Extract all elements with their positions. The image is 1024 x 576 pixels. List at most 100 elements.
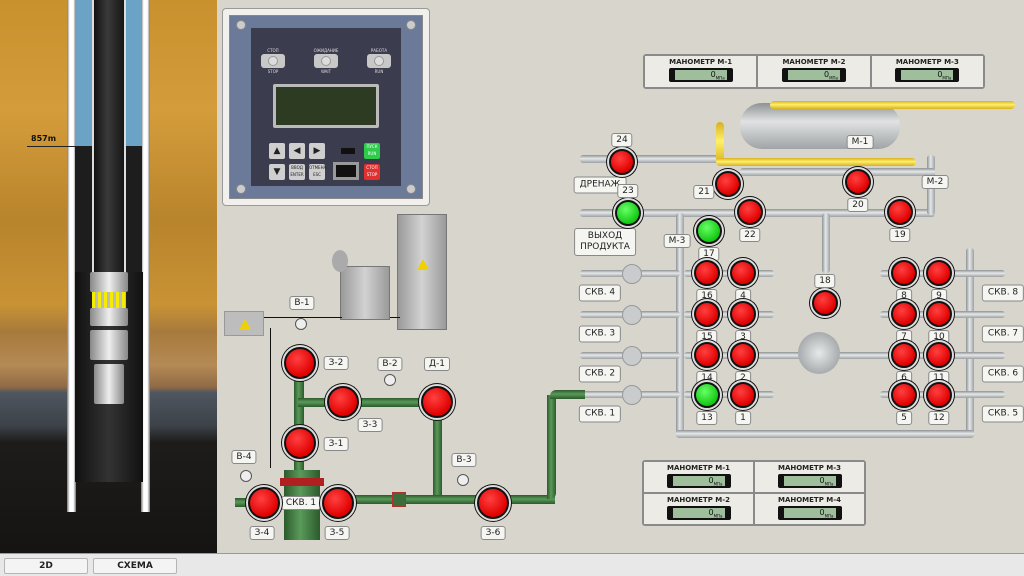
valve-1[interactable] xyxy=(728,380,758,410)
valve-23[interactable] xyxy=(613,198,643,228)
gauge-panel-bottom: МАНОМЕТР М-1 0МПа МАНОМЕТР М-3 0МПа МАНО… xyxy=(642,460,866,526)
valve-21[interactable] xyxy=(713,169,743,199)
valve-z3[interactable] xyxy=(325,384,361,420)
valve-4[interactable] xyxy=(728,258,758,288)
valve-10[interactable] xyxy=(924,299,954,329)
valve-z2[interactable] xyxy=(282,345,318,381)
pump-section xyxy=(90,308,128,326)
wellhead-flange xyxy=(280,478,324,486)
casing-right xyxy=(141,0,150,512)
key-left[interactable]: ◀ xyxy=(289,143,305,159)
valve-5[interactable] xyxy=(889,380,919,410)
gauge-m2: МАНОМЕТР М-2 0МПа xyxy=(643,493,754,525)
well-label: СКВ. 4 xyxy=(578,284,622,302)
gauge-m1: МАНОМЕТР М-1 0МПа xyxy=(643,461,754,493)
well-label: СКВ. 1 xyxy=(578,405,622,423)
cable xyxy=(264,317,342,318)
well-label: СКВ. 3 xyxy=(578,325,622,343)
pipe xyxy=(294,360,304,480)
valve-3[interactable] xyxy=(728,299,758,329)
transformer xyxy=(340,266,390,320)
valve-22[interactable] xyxy=(735,197,765,227)
valve-z1[interactable] xyxy=(282,425,318,461)
valve-6[interactable] xyxy=(889,340,919,370)
led-label: СТОП xyxy=(267,48,279,53)
well-label: СКВ. 8 xyxy=(981,284,1024,302)
strainer xyxy=(622,305,642,325)
led-run: РАБОТА RUN xyxy=(366,48,392,74)
valve-label: 20 xyxy=(847,198,869,212)
depth-label: 857m xyxy=(31,134,57,143)
valve-label: З-4 xyxy=(249,526,275,540)
strainer xyxy=(622,385,642,405)
valve-label: З-5 xyxy=(324,526,350,540)
label-v2: В-2 xyxy=(377,357,403,371)
valve-z4[interactable] xyxy=(246,485,282,521)
label-m3: М-3 xyxy=(663,234,691,248)
valve-14[interactable] xyxy=(692,340,722,370)
depth-marker xyxy=(27,146,75,147)
valve-label: 12 xyxy=(928,411,950,425)
pipe xyxy=(822,213,830,273)
valve-24[interactable] xyxy=(607,147,637,177)
valve-2[interactable] xyxy=(728,340,758,370)
control-cabinet xyxy=(397,214,447,330)
gas-line xyxy=(770,101,1015,109)
indicator-lamp-icon xyxy=(374,56,384,66)
valve-z5[interactable] xyxy=(320,485,356,521)
valve-12[interactable] xyxy=(924,380,954,410)
strainer xyxy=(622,346,642,366)
cable xyxy=(390,317,400,318)
led-stop: СТОП STOP xyxy=(260,48,286,74)
gas-line xyxy=(716,158,916,166)
valve-z6[interactable] xyxy=(475,485,511,521)
separator-vessel xyxy=(740,103,900,149)
valve-20[interactable] xyxy=(843,167,873,197)
valve-7[interactable] xyxy=(889,299,919,329)
valve-label: 23 xyxy=(617,184,639,198)
pump-section xyxy=(90,272,128,292)
fluid-level xyxy=(124,0,142,146)
strainer xyxy=(622,264,642,284)
well-label: СКВ. 7 xyxy=(981,325,1024,343)
pipe xyxy=(676,430,974,438)
valve-11[interactable] xyxy=(924,340,954,370)
key-right[interactable]: ▶ xyxy=(309,143,325,159)
valve-16[interactable] xyxy=(692,258,722,288)
pipe xyxy=(966,248,974,438)
pressure-gauge-icon xyxy=(240,470,252,482)
valve-13[interactable] xyxy=(692,380,722,410)
key-up[interactable]: ▲ xyxy=(269,143,285,159)
valve-18[interactable] xyxy=(810,288,840,318)
screw-icon xyxy=(236,20,246,30)
pressure-gauge-icon xyxy=(295,318,307,330)
gas-line xyxy=(716,122,724,164)
key-down[interactable]: ▼ xyxy=(269,164,285,180)
pump-motor xyxy=(90,330,128,360)
cable xyxy=(270,328,271,468)
pipe xyxy=(298,398,438,407)
valve-17[interactable] xyxy=(694,216,724,246)
gauge-m3: МАНОМЕТР М-3 0МПа xyxy=(754,461,865,493)
valve-label: 19 xyxy=(889,228,911,242)
valve-9[interactable] xyxy=(924,258,954,288)
valve-d1[interactable] xyxy=(419,384,455,420)
tab-2d[interactable]: 2D xyxy=(4,558,88,574)
valve-label: З-1 xyxy=(323,437,349,451)
valve-label: З-6 xyxy=(480,526,506,540)
led-label: WAIT xyxy=(320,69,332,74)
valve-15[interactable] xyxy=(692,299,722,329)
gauge-value: 0 xyxy=(823,70,830,79)
led-label: РАБОТА xyxy=(370,48,388,53)
tab-scheme[interactable]: СХЕМА xyxy=(93,558,177,574)
label-m1: М-1 xyxy=(846,135,874,149)
valve-19[interactable] xyxy=(885,197,915,227)
well-label: СКВ. 5 xyxy=(981,405,1024,423)
valve-8[interactable] xyxy=(889,258,919,288)
gauge-value: 0 xyxy=(708,508,714,517)
warning-icon xyxy=(417,259,429,270)
